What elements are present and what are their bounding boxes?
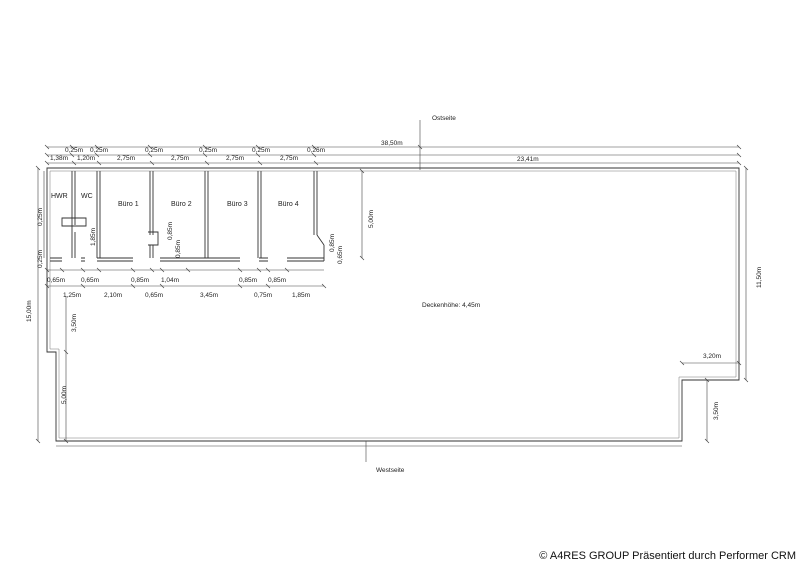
- dim-bottom-row1: 0,85m: [131, 277, 149, 284]
- room-label-buero-1: Büro 1: [118, 201, 139, 208]
- dim-bottom-row2: 3,45m: [200, 292, 218, 299]
- room-label-buero-2: Büro 2: [171, 201, 192, 208]
- dim-top-room: 2,75m: [171, 155, 189, 162]
- dim-top-wall: 0,25m: [65, 147, 83, 154]
- dim-top-wall: 0,25m: [145, 147, 163, 154]
- dim-bottom-row2: 1,25m: [63, 292, 81, 299]
- ceiling-height-note: Deckenhöhe: 4,45m: [422, 302, 480, 309]
- room-front-wall: [50, 234, 325, 262]
- dim-bottom-row2: 0,75m: [254, 292, 272, 299]
- dim-buero4-wall: 0,65m: [337, 246, 344, 264]
- dim-top-wall: 0,25m: [252, 147, 270, 154]
- dim-bottom-row1: 1,04m: [161, 277, 179, 284]
- wc-detail: [61, 217, 159, 246]
- inner-wall: [49, 170, 737, 439]
- outer-wall: [46, 167, 740, 442]
- dim-bottom-row1: 0,65m: [47, 277, 65, 284]
- dim-top-wall: 0,25m: [90, 147, 108, 154]
- dim-top-room: 2,75m: [280, 155, 298, 162]
- dim-notch-height: 3,50m: [713, 402, 720, 420]
- dim-left-wall-top: 0,25m: [37, 208, 44, 226]
- room-label-hwr: HWR: [51, 193, 68, 200]
- dim-top-wall: 0,26m: [307, 147, 325, 154]
- room-label-buero-3: Büro 3: [227, 201, 248, 208]
- dim-top-right: 23,41m: [517, 156, 539, 163]
- dim-buero4-door: 0,85m: [329, 234, 336, 252]
- dim-office-depth: 5,00m: [368, 210, 375, 228]
- dim-wc-depth: 1,85m: [90, 228, 97, 246]
- room-partitions: [71, 171, 318, 258]
- room-label-wc: WC: [81, 193, 93, 200]
- dim-bottom-row1: 0,85m: [239, 277, 257, 284]
- dim-bottom-row2: 1,85m: [292, 292, 310, 299]
- dim-top-overall: 38,50m: [381, 140, 403, 147]
- dim-left-wall-bottom: 0,25m: [37, 250, 44, 268]
- dim-buero1-door: 0,85m: [167, 222, 174, 240]
- dim-top-room: 1,20m: [77, 155, 95, 162]
- room-label-buero-4: Büro 4: [278, 201, 299, 208]
- dim-left-bottom: 5,00m: [61, 386, 68, 404]
- dim-left-height: 15,00m: [26, 300, 33, 322]
- compass-west-label: Westseite: [376, 467, 405, 474]
- dim-bottom-row1: 0,65m: [81, 277, 99, 284]
- dim-top-room: 2,75m: [226, 155, 244, 162]
- dim-top-wall: 0,25m: [199, 147, 217, 154]
- dim-bottom-row2: 0,65m: [145, 292, 163, 299]
- dim-right-height: 11,50m: [756, 267, 763, 288]
- dim-buero1-wall: 0,85m: [175, 240, 182, 258]
- dim-top-room: 2,75m: [117, 155, 135, 162]
- compass-east-label: Ostseite: [432, 115, 456, 122]
- dim-notch-width: 3,20m: [703, 353, 721, 360]
- credit-text: © A4RES GROUP Präsentiert durch Performe…: [539, 550, 796, 562]
- dim-left-notch-height: 3,50m: [71, 314, 78, 332]
- dim-top-room: 1,38m: [50, 155, 68, 162]
- dim-bottom-row1: 0,85m: [268, 277, 286, 284]
- dim-bottom-row2: 2,10m: [104, 292, 122, 299]
